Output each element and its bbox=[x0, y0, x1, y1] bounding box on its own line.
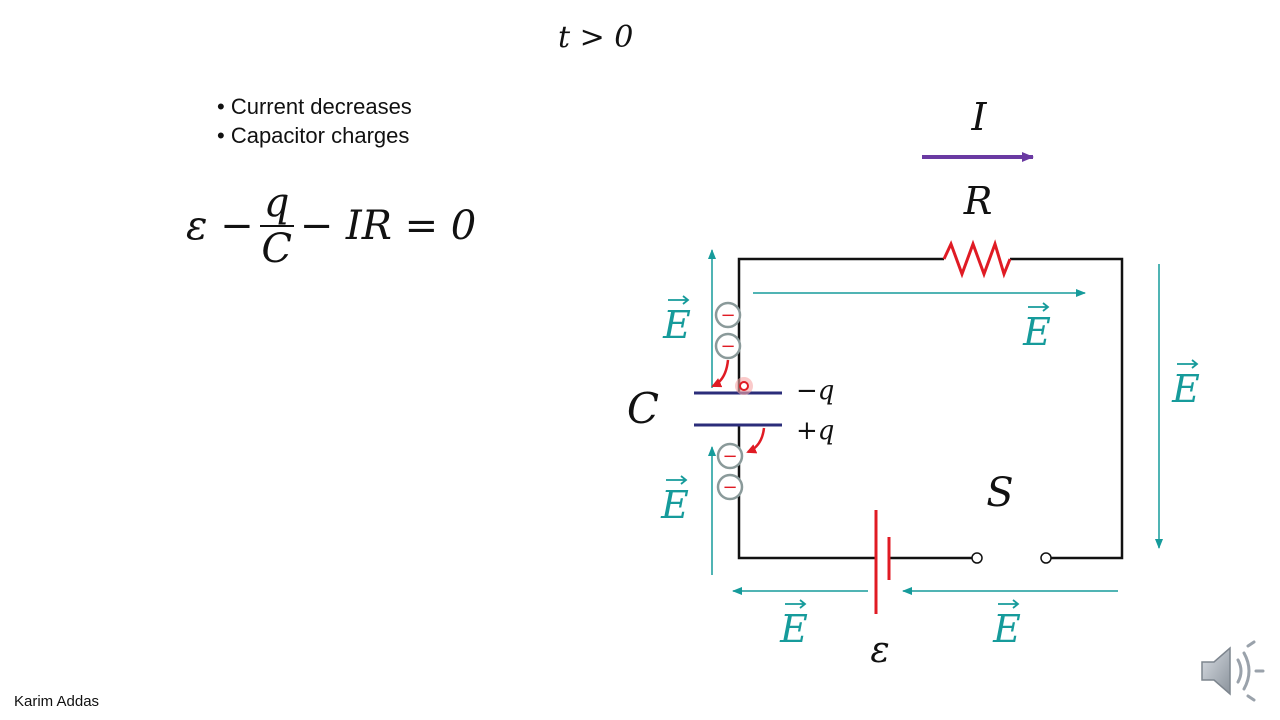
fraction-bar bbox=[259, 225, 294, 227]
bullet-list: Current decreases Capacitor charges bbox=[217, 92, 412, 150]
charge-sign-2: − bbox=[720, 336, 735, 357]
field-arrows bbox=[708, 249, 1163, 595]
charge-ring-3 bbox=[716, 442, 744, 470]
charge-sign-3: − bbox=[722, 446, 737, 467]
field-label-bottom-right: E bbox=[992, 599, 1021, 651]
capacitor-label: C bbox=[627, 384, 659, 433]
speaker-icon[interactable] bbox=[1198, 640, 1266, 702]
bullet-current-decreases: Current decreases bbox=[217, 92, 412, 121]
svg-text:E: E bbox=[992, 607, 1021, 651]
switch-terminal-right bbox=[1040, 552, 1052, 564]
kirchhoff-equation: ε − q C − IR = 0 bbox=[186, 178, 476, 274]
equation-numerator: q bbox=[263, 180, 290, 226]
charge-rings bbox=[714, 301, 744, 501]
charge-label-top: −q bbox=[796, 376, 834, 406]
circuit-wires bbox=[737, 257, 1124, 560]
charge-ring-2 bbox=[714, 332, 742, 360]
current-label: I bbox=[970, 95, 987, 139]
field-label-top-right: E bbox=[1022, 302, 1051, 354]
charge-sign-4: − bbox=[722, 477, 737, 498]
charge-ring-1 bbox=[714, 301, 742, 329]
switch-terminal-left bbox=[971, 552, 983, 564]
equation-lhs: ε − bbox=[186, 203, 254, 249]
bullet-capacitor-charges: Capacitor charges bbox=[217, 121, 412, 150]
field-label-right: E bbox=[1171, 359, 1200, 411]
switch-label: S bbox=[986, 470, 1013, 516]
resistor-zigzag bbox=[942, 239, 1012, 279]
charge-signs: − − − − bbox=[720, 305, 737, 498]
svg-text:E: E bbox=[660, 483, 689, 527]
svg-text:E: E bbox=[1171, 367, 1200, 411]
equation-rhs: − IR = 0 bbox=[299, 203, 477, 249]
field-label-left-top: E bbox=[662, 295, 691, 347]
slide-title: t > 0 bbox=[558, 20, 634, 55]
svg-text:E: E bbox=[779, 607, 808, 651]
field-label-bottom-left: E bbox=[779, 599, 808, 651]
pointer-dot bbox=[735, 377, 753, 395]
svg-text:E: E bbox=[1022, 310, 1051, 354]
charge-label-bottom: +q bbox=[796, 416, 834, 446]
charge-flow-arrow-top bbox=[711, 359, 730, 388]
charge-ring-4 bbox=[716, 473, 744, 501]
charge-sign-1: − bbox=[720, 305, 735, 326]
charge-flow-arrow-bottom bbox=[746, 427, 766, 454]
equation-denominator: C bbox=[261, 226, 292, 272]
field-label-left-bottom: E bbox=[660, 475, 689, 527]
author-name: Karim Addas bbox=[14, 693, 100, 710]
field-labels: E E E E E E bbox=[660, 295, 1200, 651]
resistor-label: R bbox=[963, 179, 993, 223]
emf-label: ε bbox=[870, 630, 889, 671]
equation-fraction: q C bbox=[259, 180, 294, 272]
svg-text:E: E bbox=[662, 303, 691, 347]
